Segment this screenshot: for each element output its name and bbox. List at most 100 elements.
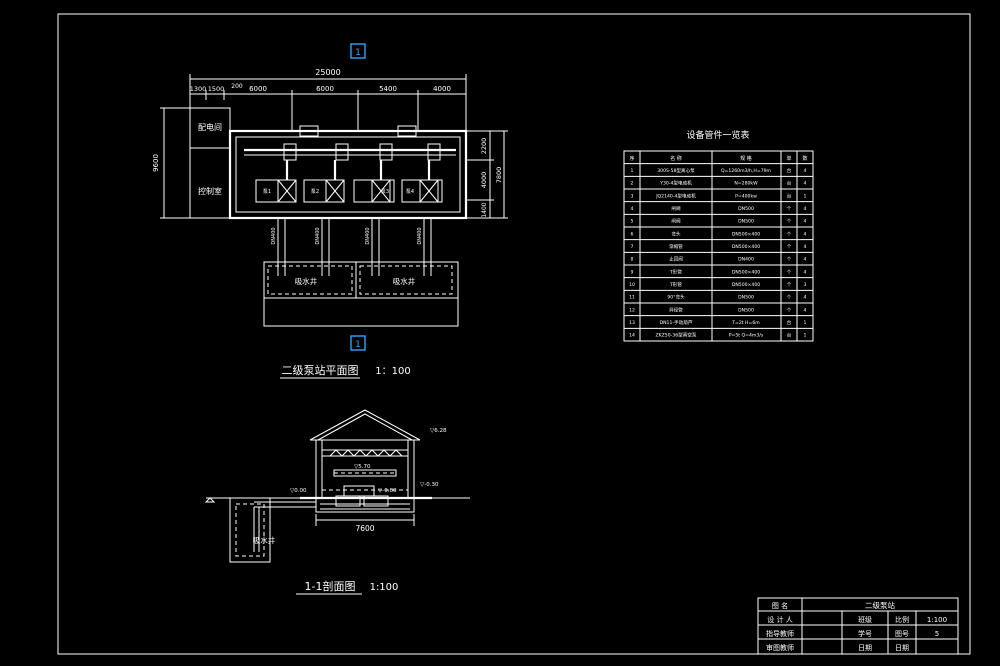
elevation-roof: ▽6.28 [430, 428, 447, 434]
table-cell: Q=1260m3/h,H=79m [721, 168, 772, 174]
table-cell: N=280kW [734, 181, 758, 187]
table-cell: 闸阀 [671, 218, 681, 225]
table-cell: 个 [787, 244, 792, 250]
title-right-label-3: 日期 [895, 644, 909, 652]
pump-unit-label-4: 泵4 [406, 189, 414, 195]
title-mid-label-1: 班级 [858, 615, 872, 624]
section-width-dim: 7600 [355, 524, 374, 533]
height-dim-right-3: 7800 [495, 167, 503, 184]
elevation-floor: ▽-0.80 [378, 488, 397, 494]
table-cell: 止回阀 [669, 256, 683, 263]
title-label-reviewer: 审图教师 [766, 643, 794, 652]
segment-dim-6: 4000 [433, 85, 451, 93]
table-cell: 台 [787, 319, 792, 326]
table-cell: 10 [629, 282, 635, 288]
table-cell: 1 [631, 168, 634, 174]
table-cell: 台 [787, 332, 792, 339]
table-cell: 14 [629, 333, 635, 339]
table-cell: P=5t Q=4m3/s [729, 333, 764, 339]
title-block: 图 名 设 计 人 指导教师 审图教师 二级泵站 班级 学号 日期 比例 图号 … [757, 597, 959, 655]
table-cell: 4 [804, 257, 807, 263]
table-cell: 闸阀 [671, 205, 681, 212]
section-scale: 1:100 [370, 582, 399, 593]
title-sheet-no: 5 [935, 630, 939, 638]
table-cell: 台 [787, 192, 792, 199]
table-cell: 弯头 [671, 230, 681, 237]
table-cell: T形管 [669, 268, 682, 275]
table-cell: 个 [787, 307, 792, 313]
pump-unit-label-1: 泵1 [263, 189, 271, 195]
table-cell: DN500 [738, 219, 754, 225]
plan-title: 二级泵站平面图 [282, 363, 359, 377]
table-cell: 4 [804, 269, 807, 275]
table-cell: 个 [787, 295, 792, 301]
section-mark-top-label: 1 [355, 48, 361, 58]
pipe-label-1: DN400 [271, 227, 277, 244]
pump-unit-1: 泵1 [255, 160, 297, 203]
table-cell: 4 [804, 219, 807, 225]
overall-dimension: 25000 [315, 68, 340, 77]
table-cell: 3 [804, 282, 807, 288]
table-cell: DN500×400 [732, 231, 760, 237]
table-cell: 异径管 [669, 306, 683, 313]
height-dim-right-2: 4000 [480, 172, 488, 189]
table-header-unit: 单 [786, 155, 791, 162]
pipe-label-2: DN400 [315, 227, 321, 244]
suction-pipes: DN400 DN400 DN400 DN400 [271, 218, 432, 276]
table-cell: 4 [804, 231, 807, 237]
section-view: 吸水井 7600 ▽6.28 ▽5.70 ▽0.00 ▽-0.80 ▽-0.30… [204, 409, 470, 595]
pump-unit-3: 泵3 [353, 160, 395, 203]
pump-unit-label-2: 泵2 [311, 189, 319, 195]
equipment-table-title: 设备管件一览表 [686, 129, 749, 141]
well-label-2: 吸水井 [393, 276, 416, 286]
table-cell: 6 [631, 231, 634, 237]
pipe-label-3: DN400 [365, 227, 371, 244]
title-right-label-1: 比例 [895, 615, 909, 624]
table-cell: JQ2140-4型电动机 [655, 192, 696, 199]
elevation-ground: ▽0.00 [290, 488, 307, 494]
pump-unit-label-3: 泵3 [381, 189, 389, 195]
title-mid-label-3: 日期 [858, 644, 872, 652]
title-label-designer: 设 计 人 [767, 615, 792, 624]
section-mark-bottom: 1 [350, 335, 366, 351]
table-cell: 1 [804, 333, 807, 339]
table-cell: 90°弯头 [667, 294, 685, 301]
table-cell: 4 [804, 168, 807, 174]
height-dim-right-1: 2200 [480, 138, 488, 155]
table-cell: 个 [787, 269, 792, 275]
table-cell: 4 [804, 206, 807, 212]
table-cell: DN500×400 [732, 269, 760, 275]
table-cell: DN400 [738, 257, 754, 263]
table-cell: 台 [787, 180, 792, 187]
table-cell: T=2t H=6m [731, 320, 760, 326]
elevation-right: ▽-0.30 [420, 482, 439, 488]
well-label-1: 吸水井 [295, 276, 318, 286]
section-title: 1-1剖面图 [305, 579, 356, 593]
title-mid-label-2: 学号 [858, 629, 872, 638]
table-cell: 4 [804, 295, 807, 301]
table-header-no: 序 [629, 155, 634, 162]
table-cell: 4 [804, 244, 807, 250]
table-cell: 12 [629, 307, 635, 313]
table-cell: DN500 [738, 206, 754, 212]
segment-dim-5: 5400 [379, 85, 397, 93]
section-mark-top: 1 [350, 43, 366, 59]
table-cell: ZKZ50-36型真空泵 [655, 332, 696, 339]
table-cell: 4 [804, 181, 807, 187]
table-cell: 13 [629, 320, 635, 326]
table-cell: 4 [804, 307, 807, 313]
title-right-label-2: 图号 [895, 630, 909, 638]
small-dimension: 200 [231, 83, 243, 90]
table-cell: 个 [787, 206, 792, 212]
table-cell: 7 [631, 244, 634, 250]
table-cell: 个 [787, 282, 792, 288]
table-cell: 2 [631, 181, 634, 187]
pump-hall-outline [228, 129, 468, 220]
table-cell: DN500 [738, 307, 754, 313]
height-dim-right-4: 1400 [481, 202, 488, 217]
title-scale-value: 1:100 [927, 616, 947, 624]
room-label-control: 控制室 [198, 186, 222, 196]
section-well [229, 497, 271, 563]
drawing-border [57, 13, 971, 655]
